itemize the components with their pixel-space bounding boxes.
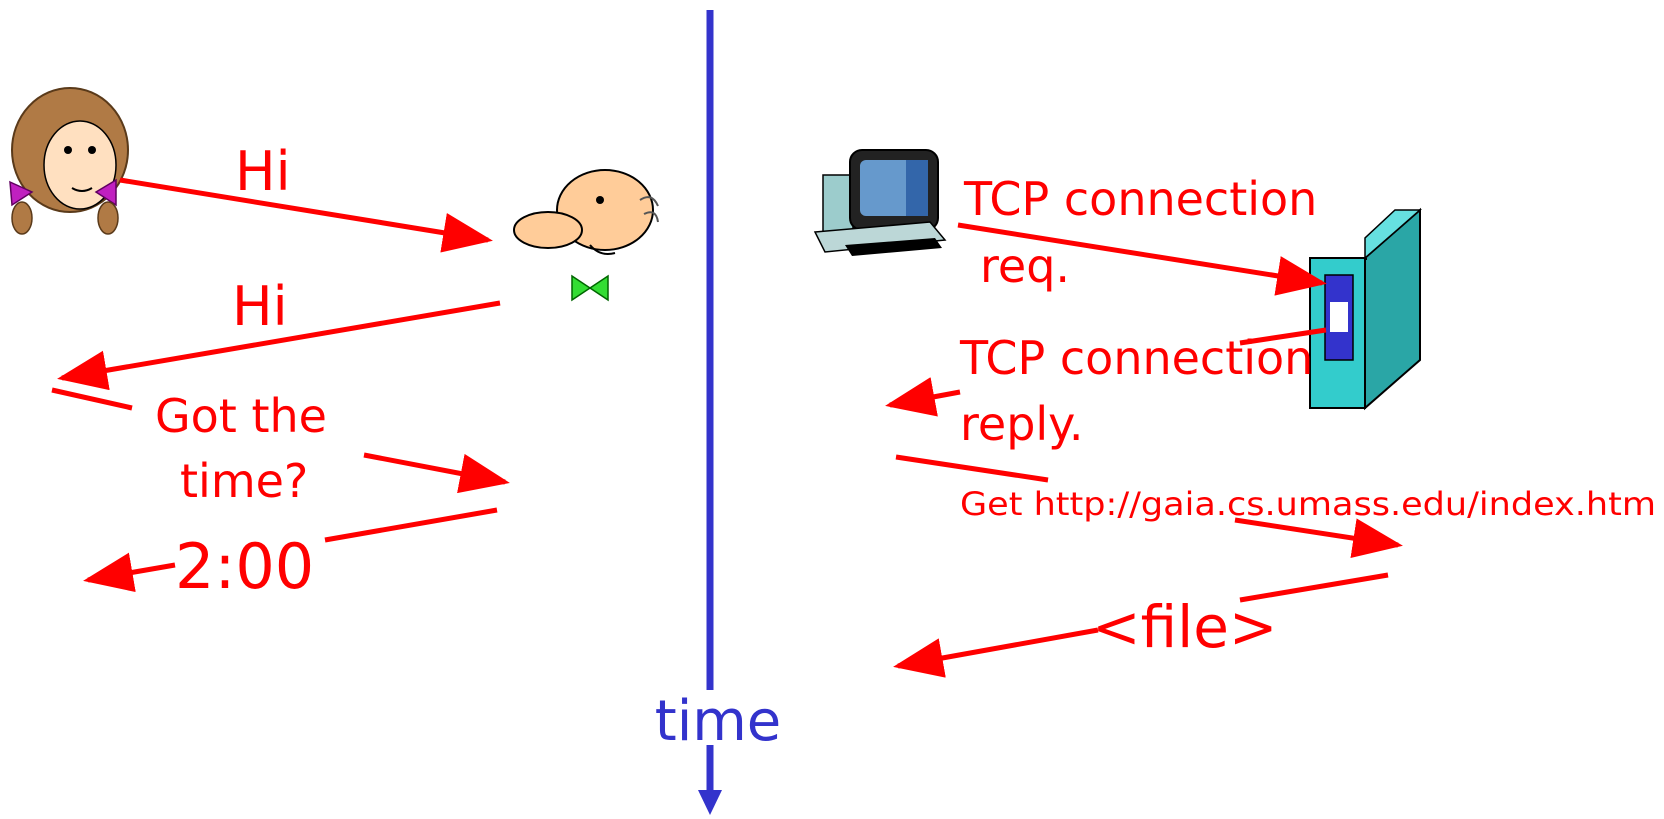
arrow-file-response-a: [1239, 572, 1389, 603]
label-get-url: Get http://gaia.cs.umass.edu/index.htm: [960, 485, 1656, 523]
timeline-label: time: [655, 689, 782, 754]
label-got-the: Got the: [155, 389, 327, 443]
arrow-time-response-b: [83, 552, 176, 593]
label-tcp-req-line1: TCP connection: [963, 172, 1317, 226]
girl-icon: [9, 87, 129, 235]
label-tcp-req-line2: req.: [980, 239, 1070, 293]
arrow-file-response-b: [893, 627, 1099, 678]
label-file: <file>: [1092, 593, 1278, 661]
arrow-tcp-request: [957, 222, 1327, 296]
arrow-time-request-b: [363, 452, 510, 494]
man-icon: [513, 169, 659, 302]
arrow-time-response-a: [324, 507, 498, 543]
label-hi-1: Hi: [235, 140, 291, 203]
label-hi-2: Hi: [232, 275, 288, 338]
arrow-hi-response: [57, 300, 501, 391]
arrow-time-request-a: [51, 387, 133, 411]
arrow-get-request-a: [895, 454, 1049, 483]
arrow-tcp-reply-b: [885, 377, 961, 417]
label-tcp-reply-line2: reply.: [960, 397, 1083, 451]
arrow-tcp-reply-a: [1239, 327, 1327, 346]
computer-icon: [813, 149, 947, 256]
label-tcp-reply-line1: TCP connection: [959, 331, 1313, 385]
arrow-get-request-b: [1234, 517, 1403, 558]
arrow-hi-request: [119, 177, 493, 253]
server-icon: [1309, 207, 1422, 411]
label-time-question: time?: [180, 454, 308, 508]
timeline-arrowhead: [698, 790, 722, 815]
label-two-oclock: 2:00: [175, 530, 314, 603]
